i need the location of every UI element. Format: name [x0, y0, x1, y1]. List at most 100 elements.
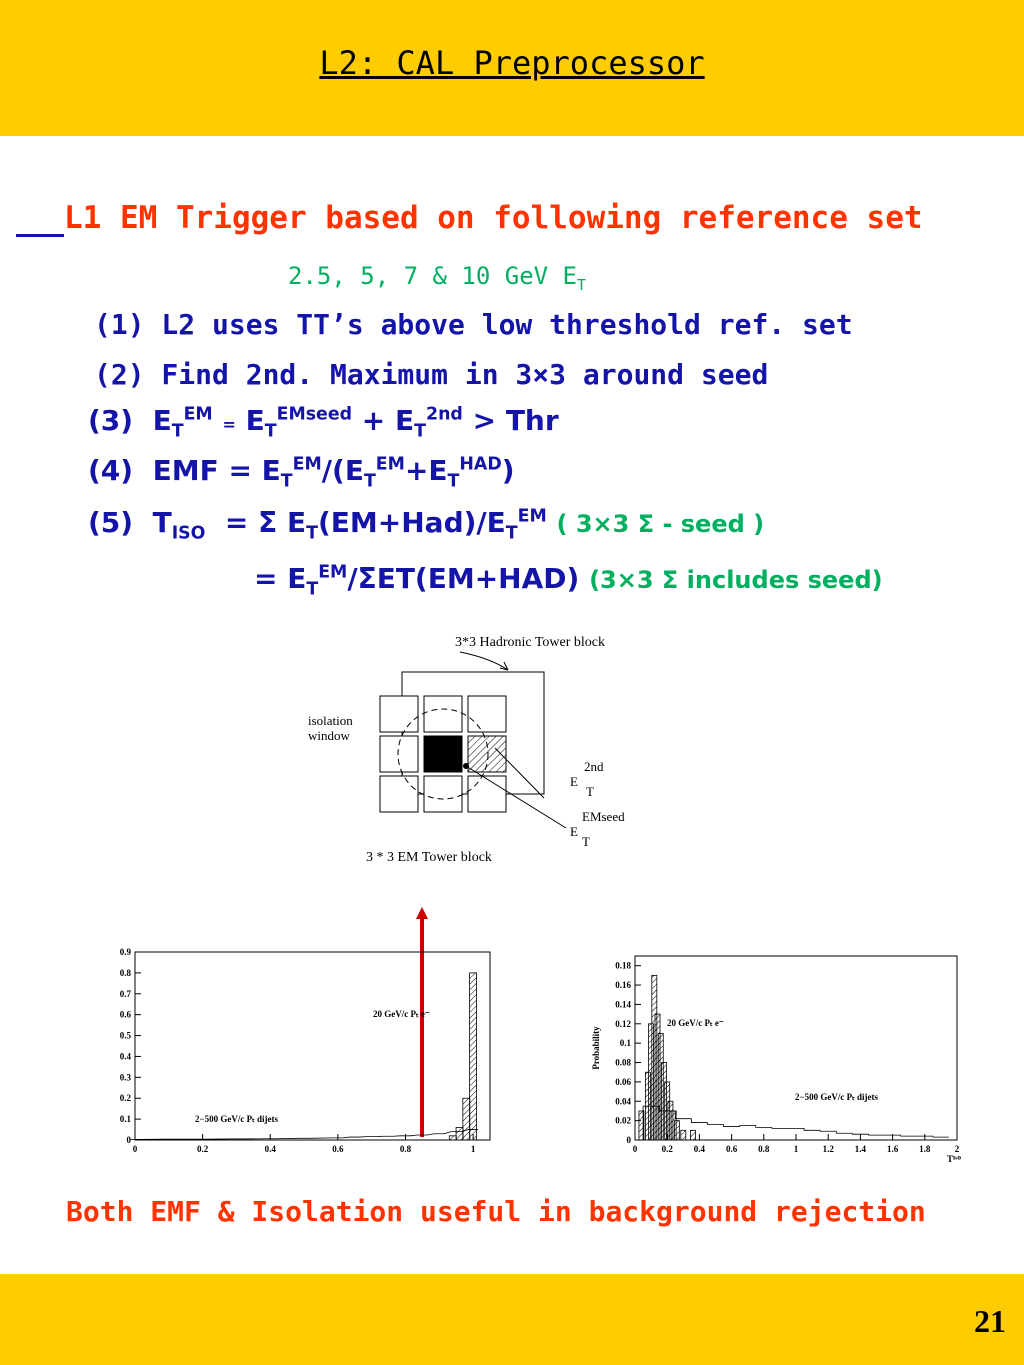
item-5-note: ( 3×3 Σ - seed )	[556, 510, 765, 538]
x-tick-label: 0	[633, 1144, 638, 1154]
background-step	[642, 1105, 949, 1140]
signal-bar	[469, 972, 477, 1141]
tower-diagram: 3*3 Hadronic Tower block isolation windo…	[308, 635, 625, 865]
y-tick-label: 0.6	[120, 1010, 132, 1020]
x-tick-label: 0.6	[332, 1144, 344, 1154]
x-tick-label: 1.8	[919, 1144, 931, 1154]
y-tick-label: 0.9	[120, 947, 132, 957]
x-tick-label: 1	[794, 1144, 799, 1154]
tower-3-3	[467, 775, 507, 813]
isolation-histogram: 0 0.02 0.04 0.06 0.08 0.1 0.12 0.14 0.16 0.18 0 0.2…	[591, 955, 961, 1163]
conclusion: Both EMF & Isolation useful in backgroun…	[66, 1195, 926, 1228]
emf-histogram: 0 0.1 0.2 0.3 0.4 0.5 0.6 0.7 0.8 0.9 0 0.2 0.4 0.6 0.…	[120, 947, 491, 1154]
x-tick-label: 1.4	[855, 1144, 867, 1154]
x-tick-label: 2	[955, 1144, 960, 1154]
y-tick-label: 0.2	[120, 1093, 132, 1103]
y-tick-label: 0.16	[615, 980, 631, 990]
item-6-note: (3×3 Σ includes seed)	[589, 566, 883, 594]
y-tick-label: 0.7	[120, 989, 132, 999]
tower-seed	[423, 735, 463, 773]
x-tick-label: 0.4	[265, 1144, 277, 1154]
y-tick-label: 0.06	[615, 1077, 631, 1087]
y-tick-label: 0.1	[620, 1038, 632, 1048]
annotation-signal: 20 GeV/c Pₜ e⁻	[667, 1018, 724, 1028]
pointer-seed	[465, 765, 567, 829]
heading: L1 EM Trigger based on following referen…	[64, 200, 923, 236]
y-tick-label: 0.8	[120, 968, 132, 978]
plot-frame	[634, 955, 958, 1141]
signal-bar	[680, 1129, 687, 1141]
y-tick-label: 0.08	[615, 1058, 631, 1068]
tower-1-1	[379, 695, 419, 733]
item-4: (4) EMF = ETEM/(ETEM+ETHAD)	[88, 454, 515, 492]
tower-3-2	[423, 775, 463, 813]
y-tick-label: 0.04	[615, 1096, 631, 1106]
signal-bar	[448, 1135, 457, 1141]
y-tick-label: 0.02	[615, 1116, 631, 1126]
emseed-sup: EMseed	[582, 809, 625, 824]
plot-frame	[134, 951, 491, 1141]
x-tick-label: 0.8	[400, 1144, 412, 1154]
isolation-label-2: window	[308, 728, 351, 743]
em-block-label: 3 * 3 EM Tower block	[366, 850, 492, 865]
tower-1-3	[467, 695, 507, 733]
item-3: (3) ETEM = ETEMseed + ET2nd > Thr	[88, 404, 559, 442]
item-2: (2) Find 2nd. Maximum in 3×3 around seed	[94, 358, 769, 391]
isolation-circle	[397, 708, 489, 800]
y-tick-label: 0	[127, 1135, 132, 1145]
tower-2nd	[467, 735, 507, 773]
signal-bar	[462, 1097, 471, 1141]
x-tick-label: 0.4	[694, 1144, 706, 1154]
x-tick-label: 0	[133, 1144, 138, 1154]
slide-title: L2: CAL Preprocessor	[319, 44, 705, 82]
signal-bar	[638, 1110, 645, 1141]
header-band	[0, 0, 1024, 136]
annotation-signal: 20 GeV/c Pₜ e⁻	[373, 1009, 430, 1019]
hadronic-arrowhead	[499, 661, 509, 671]
tower-3-1	[379, 775, 419, 813]
bullet-marker	[16, 234, 64, 237]
y-tick-label: 0.14	[615, 999, 631, 1009]
y-tick-label: 0.4	[120, 1051, 132, 1061]
e2nd-t: T	[586, 784, 594, 799]
ref-set: 2.5, 5, 7 & 10 GeV ET	[288, 262, 586, 294]
hadronic-arrow	[459, 651, 509, 671]
x-tick-label: 0.8	[758, 1144, 770, 1154]
page-number: 21	[974, 1303, 1006, 1339]
isolation-label-1: isolation	[308, 713, 353, 728]
emseed-e: E	[570, 824, 578, 839]
hadronic-label: 3*3 Hadronic Tower block	[455, 635, 605, 650]
tower-1-2	[423, 695, 463, 733]
y-axis-label: Probability	[591, 1026, 601, 1070]
x-tick-label: 0.2	[662, 1144, 674, 1154]
emf-cut-arrow	[416, 907, 428, 1137]
footer-band	[0, 1274, 1024, 1365]
y-tick-label: 0	[627, 1135, 632, 1145]
x-tick-label: 1.6	[887, 1144, 899, 1154]
x-tick-label: 1	[471, 1144, 476, 1154]
x-tick-label: 0.6	[726, 1144, 738, 1154]
y-tick-label: 0.18	[615, 961, 631, 971]
y-tick-label: 0.1	[120, 1114, 132, 1124]
x-tick-label: 1.2	[823, 1144, 835, 1154]
annotation-background: 2−500 GeV/c Pₜ dijets	[795, 1092, 879, 1102]
e2nd-e: E	[570, 774, 578, 789]
y-tick-label: 0.5	[120, 1031, 132, 1041]
annotation-background: 2−500 GeV/c Pₜ dijets	[195, 1114, 279, 1124]
signal-bar	[690, 1129, 696, 1141]
tower-2-1	[379, 735, 419, 773]
y-tick-label: 0.3	[120, 1072, 132, 1082]
background-step	[129, 1129, 479, 1140]
item-1: (1) L2 uses TT’s above low threshold ref…	[94, 308, 853, 341]
emseed-t: T	[582, 834, 590, 849]
x-axis-label: Tᴵˢᴼ	[947, 1154, 961, 1163]
item-5: (5) TISO = Σ ET(EM+Had)/ETEM ( 3×3 Σ - s…	[88, 506, 765, 544]
signal-bar	[673, 1120, 680, 1141]
e2nd-sup: 2nd	[584, 759, 604, 774]
pointer-2nd	[494, 747, 545, 799]
signal-bar	[455, 1127, 464, 1141]
cut-arrow-head	[416, 907, 428, 919]
x-tick-label: 0.2	[197, 1144, 209, 1154]
y-tick-label: 0.12	[615, 1019, 631, 1029]
item-6: = ETEM/ΣET(EM+HAD) (3×3 Σ includes seed)	[254, 562, 883, 600]
